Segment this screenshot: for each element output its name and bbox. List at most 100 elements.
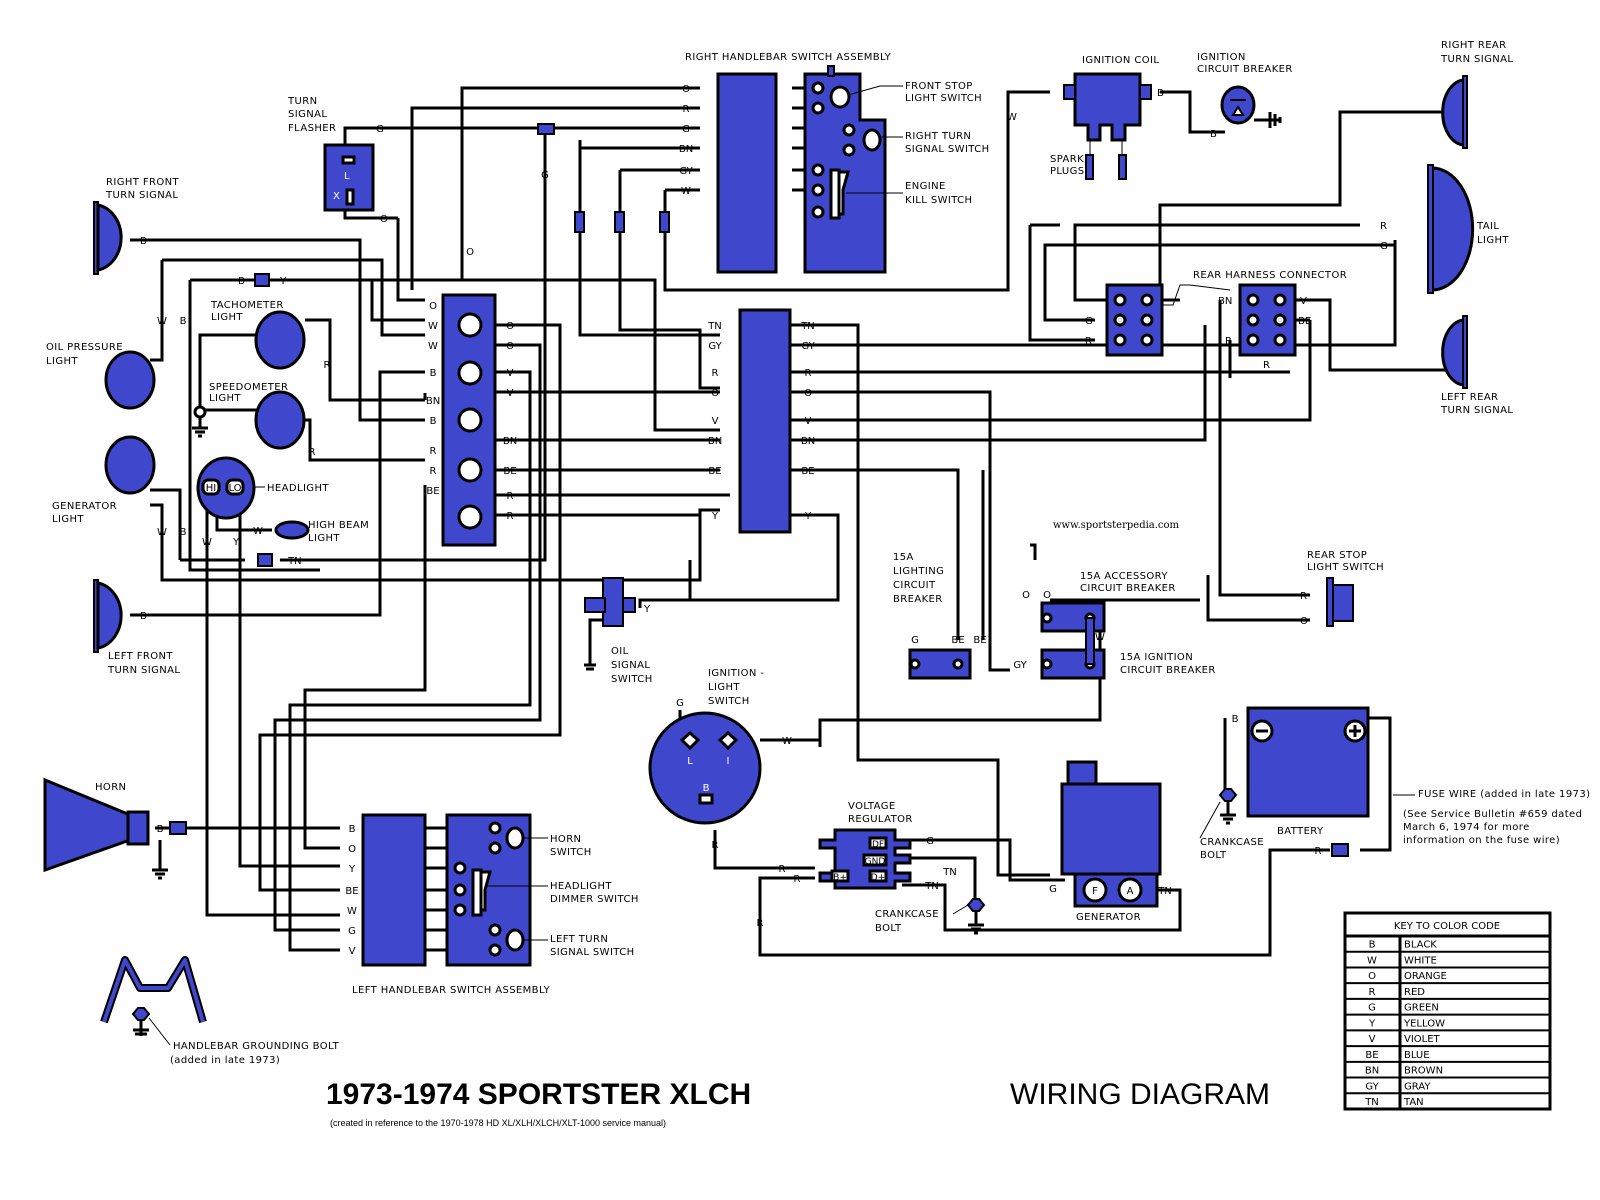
svg-text:CIRCUIT BREAKER: CIRCUIT BREAKER	[1080, 583, 1176, 594]
svg-text:V: V	[712, 416, 719, 427]
svg-text:R: R	[779, 864, 786, 875]
svg-text:B: B	[1210, 129, 1217, 140]
svg-text:R: R	[430, 446, 437, 457]
inline-connector	[659, 211, 670, 233]
svg-text:Y: Y	[348, 864, 356, 875]
svg-text:TN: TN	[800, 321, 815, 332]
svg-text:CIRCUIT BREAKER: CIRCUIT BREAKER	[1197, 64, 1293, 75]
oil-signal-switch	[584, 577, 636, 671]
svg-text:BE: BE	[951, 635, 964, 646]
svg-text:SWITCH: SWITCH	[708, 696, 750, 707]
svg-text:FLASHER: FLASHER	[288, 123, 336, 134]
turn-signal-flasher	[323, 143, 375, 212]
svg-text:www.sportsterpedia.com: www.sportsterpedia.com	[1053, 520, 1180, 531]
svg-text:L: L	[344, 171, 350, 182]
svg-text:Y: Y	[232, 537, 240, 548]
color-name: TAN	[1403, 1097, 1424, 1108]
color-name: BLACK	[1404, 940, 1437, 951]
color-code: V	[1369, 1034, 1376, 1045]
color-code: O	[1368, 971, 1376, 982]
color-name: ORANGE	[1404, 971, 1447, 982]
svg-text:O: O	[804, 388, 812, 399]
left-front-turn-signal	[93, 579, 123, 653]
svg-text:B: B	[140, 611, 147, 622]
color-code: TN	[1364, 1097, 1379, 1108]
svg-text:R: R	[507, 491, 514, 502]
handlebar-icon	[100, 956, 207, 1046]
svg-text:B: B	[238, 276, 245, 287]
svg-text:TURN: TURN	[287, 96, 317, 107]
svg-text:15A: 15A	[893, 552, 914, 563]
ignition-coil	[1063, 72, 1152, 180]
svg-text:R: R	[1225, 336, 1232, 347]
svg-text:15A IGNITION: 15A IGNITION	[1120, 652, 1193, 663]
svg-text:BN: BN	[801, 436, 815, 447]
svg-text:G: G	[376, 124, 384, 135]
svg-text:TURN SIGNAL: TURN SIGNAL	[105, 190, 178, 201]
svg-text:O: O	[1022, 590, 1030, 601]
svg-text:SPEEDOMETER: SPEEDOMETER	[209, 382, 288, 393]
svg-text:V: V	[349, 946, 356, 957]
svg-text:IGNITION COIL: IGNITION COIL	[1082, 55, 1159, 66]
color-code: G	[1368, 1003, 1376, 1014]
svg-text:BOLT: BOLT	[1200, 850, 1227, 861]
svg-text:HORN: HORN	[95, 782, 126, 793]
svg-text:W: W	[1007, 112, 1017, 123]
svg-text:TN: TN	[942, 867, 957, 878]
svg-text:BN: BN	[426, 396, 440, 407]
svg-text:B: B	[1157, 88, 1164, 99]
svg-text:BN: BN	[708, 436, 722, 447]
svg-text:LIGHT SWITCH: LIGHT SWITCH	[905, 93, 982, 104]
regulator-crankcase-bolt	[966, 898, 986, 935]
svg-text:BN: BN	[1218, 296, 1232, 307]
svg-text:O: O	[466, 247, 474, 258]
high-beam-light	[274, 520, 310, 540]
color-code: BN	[1365, 1066, 1379, 1077]
svg-text:B: B	[430, 416, 437, 427]
svg-text:LEFT FRONT: LEFT FRONT	[108, 651, 173, 662]
svg-text:RIGHT FRONT: RIGHT FRONT	[106, 177, 180, 188]
left-handlebar-switch-assembly	[361, 813, 532, 967]
svg-text:HANDLEBAR GROUNDING BOLT: HANDLEBAR GROUNDING BOLT	[173, 1041, 340, 1052]
svg-text:LIGHT: LIGHT	[52, 514, 84, 525]
battery-crankcase-bolt	[1218, 788, 1238, 825]
svg-text:R: R	[757, 918, 764, 929]
svg-text:V: V	[507, 388, 514, 399]
svg-text:TURN SIGNAL: TURN SIGNAL	[1440, 54, 1513, 65]
svg-text:O: O	[1043, 590, 1051, 601]
svg-text:V: V	[805, 416, 812, 427]
svg-text:D+: D+	[871, 873, 885, 883]
speedo-ground-icon	[192, 405, 208, 438]
svg-text:BOLT: BOLT	[875, 923, 902, 934]
svg-text:R: R	[1315, 846, 1322, 857]
svg-text:BE: BE	[345, 886, 358, 897]
svg-text:W: W	[202, 537, 212, 548]
svg-text:BN: BN	[679, 144, 693, 155]
svg-text:R: R	[1263, 360, 1270, 371]
svg-text:SWITCH: SWITCH	[611, 674, 653, 685]
svg-text:B: B	[703, 783, 710, 794]
svg-text:CIRCUIT: CIRCUIT	[893, 580, 936, 591]
svg-text:O: O	[429, 301, 437, 312]
svg-text:G: G	[682, 124, 690, 135]
svg-text:IGNITION: IGNITION	[1197, 52, 1246, 63]
color-name: RED	[1404, 987, 1425, 998]
svg-text:Y: Y	[643, 604, 651, 615]
svg-text:HEADLIGHT: HEADLIGHT	[267, 483, 329, 494]
color-name: BLUE	[1404, 1050, 1430, 1061]
color-code: B	[1369, 940, 1376, 951]
svg-text:I: I	[727, 756, 730, 767]
svg-text:IGNITION -: IGNITION -	[708, 668, 764, 679]
color-key-row: B BLACK	[1369, 940, 1438, 951]
left-turn-signal-switch	[505, 928, 525, 952]
svg-text:Y: Y	[279, 276, 287, 287]
color-code: BE	[1365, 1050, 1378, 1061]
svg-text:O: O	[711, 388, 719, 399]
inline-connector	[257, 553, 273, 567]
svg-text:O: O	[348, 844, 356, 855]
svg-text:REAR HARNESS CONNECTOR: REAR HARNESS CONNECTOR	[1193, 270, 1347, 281]
color-key-row: TN TAN	[1364, 1097, 1423, 1108]
